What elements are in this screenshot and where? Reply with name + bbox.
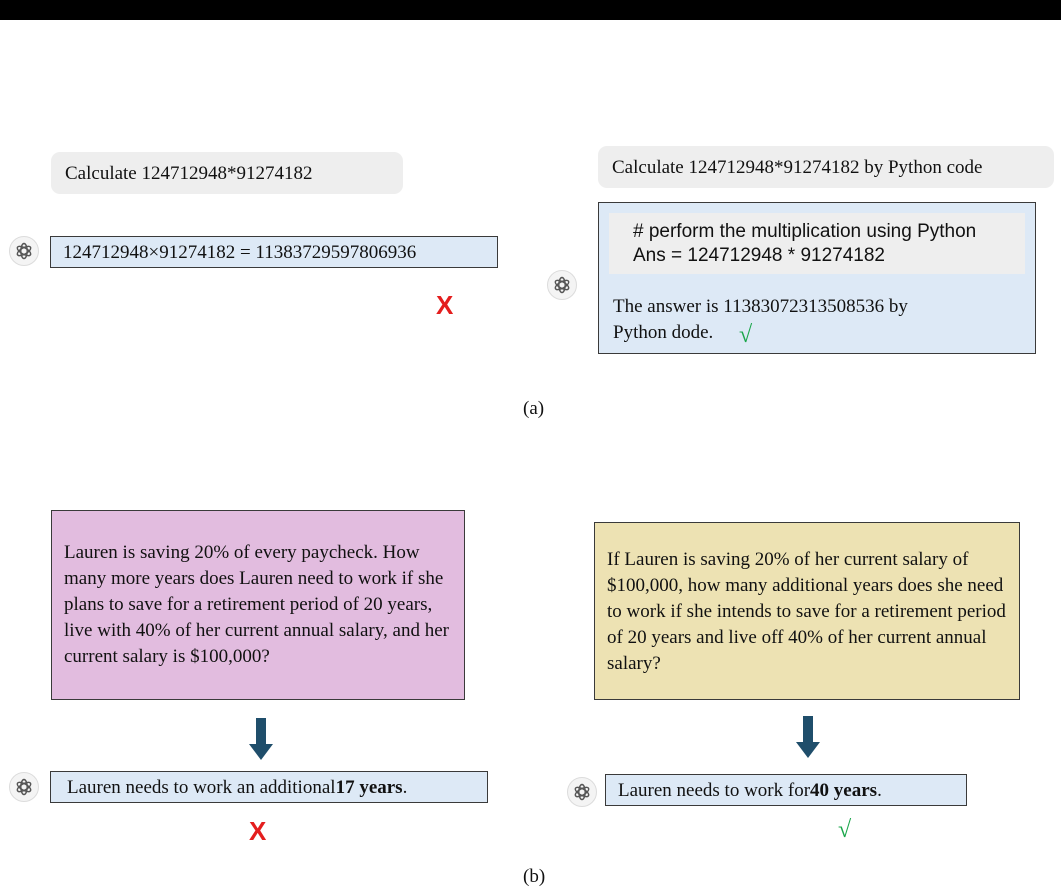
wrong-mark-icon: X bbox=[249, 816, 267, 846]
chatgpt-logo-icon bbox=[9, 772, 39, 802]
wrong-mark-icon: X bbox=[436, 290, 454, 320]
chatgpt-logo-icon bbox=[547, 270, 577, 300]
code-statement-line: Ans = 124712948 * 91274182 bbox=[633, 245, 885, 266]
prompt-text: Calculate 124712948*91274182 bbox=[65, 162, 313, 184]
model-answer-box-b-left: Lauren needs to work an additional 17 ye… bbox=[50, 771, 488, 803]
user-prompt-bubble-a-left: Calculate 124712948*91274182 bbox=[51, 152, 403, 194]
chatgpt-logo-icon bbox=[9, 236, 39, 266]
caption-b: (b) bbox=[523, 866, 546, 887]
question-text: Lauren is saving 20% of every paycheck. … bbox=[64, 542, 449, 667]
question-box-b-right: If Lauren is saving 20% of her current s… bbox=[594, 522, 1020, 700]
correct-mark-icon: √ bbox=[739, 322, 753, 348]
top-black-bar bbox=[0, 0, 1061, 20]
model-answer-box-a-right: # perform the multiplication using Pytho… bbox=[598, 202, 1036, 354]
chatgpt-logo-icon bbox=[567, 777, 597, 807]
answer-bold: 17 years bbox=[335, 776, 403, 798]
answer-text: 124712948×91274182 = 11383729597806936 bbox=[63, 241, 417, 263]
user-prompt-bubble-a-right: Calculate 124712948*91274182 by Python c… bbox=[598, 146, 1054, 188]
answer-prefix: Lauren needs to work for bbox=[618, 779, 811, 801]
prompt-text: Calculate 124712948*91274182 by Python c… bbox=[612, 156, 983, 178]
question-text: If Lauren is saving 20% of her current s… bbox=[607, 549, 1006, 674]
answer-bold: 40 years bbox=[810, 779, 878, 801]
answer-explanation: The answer is 11383072313508536 by Pytho… bbox=[613, 294, 913, 346]
answer-suffix: . bbox=[877, 779, 882, 801]
down-arrow-icon bbox=[249, 718, 273, 760]
model-answer-box-a-left: 124712948×91274182 = 11383729597806936 bbox=[50, 236, 498, 268]
question-box-b-left: Lauren is saving 20% of every paycheck. … bbox=[51, 510, 465, 700]
python-code-block: # perform the multiplication using Pytho… bbox=[609, 213, 1025, 274]
answer-suffix: . bbox=[402, 776, 408, 798]
correct-mark-icon: √ bbox=[838, 817, 852, 843]
answer-text: The answer is 11383072313508536 by Pytho… bbox=[613, 296, 908, 343]
caption-a: (a) bbox=[523, 398, 545, 419]
answer-prefix: Lauren needs to work an additional bbox=[67, 776, 336, 798]
down-arrow-icon bbox=[796, 716, 820, 758]
code-comment-line: # perform the multiplication using Pytho… bbox=[633, 221, 977, 242]
model-answer-box-b-right: Lauren needs to work for 40 years. bbox=[605, 774, 967, 806]
